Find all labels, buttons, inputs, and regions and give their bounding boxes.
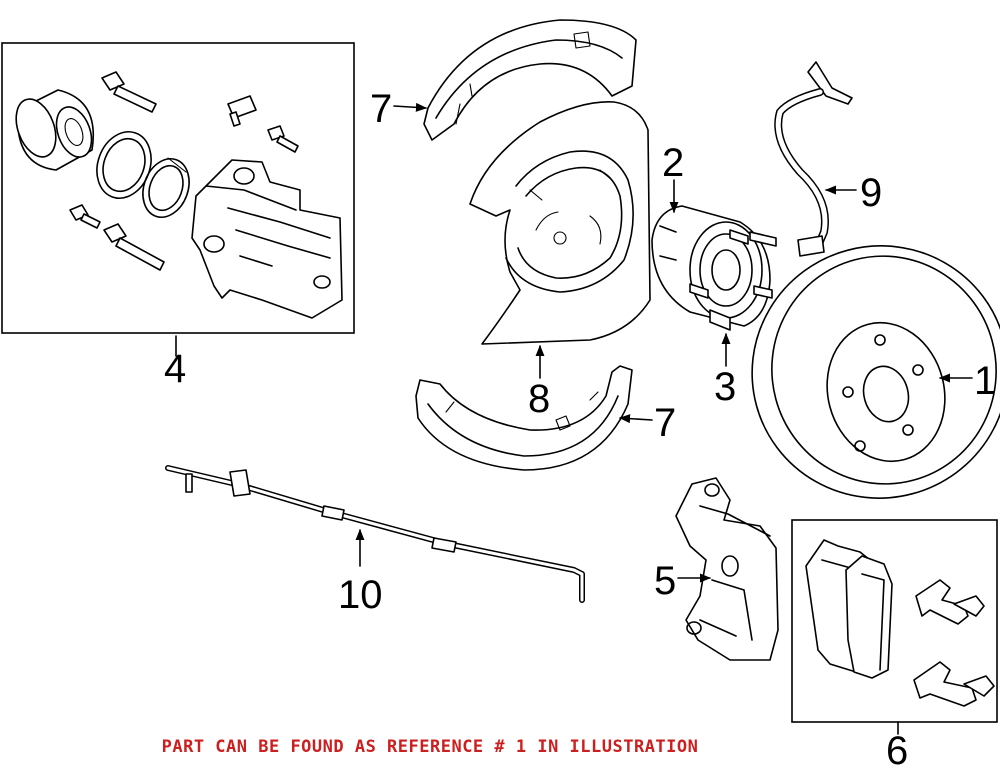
callout-9: 9	[860, 171, 882, 215]
caliper-kit-box	[1, 42, 355, 334]
brake-rotor	[751, 245, 1000, 499]
callout-6: 6	[886, 729, 908, 769]
caliper-bracket	[675, 477, 779, 661]
brake-pads-box	[791, 519, 998, 723]
callout-10: 10	[338, 573, 383, 617]
parking-brake-shoe-upper	[423, 19, 637, 141]
callout-2: 2	[662, 141, 684, 185]
callout-8: 8	[528, 377, 550, 421]
wheel-hub-bearing	[651, 205, 777, 331]
callout-5: 5	[654, 559, 676, 603]
wear-sensor	[165, 465, 585, 603]
caliper-seals	[96, 131, 190, 218]
callout-1: 1	[974, 359, 996, 403]
backing-plate	[469, 101, 651, 345]
caliper-housing	[191, 159, 343, 319]
callout-7-lower: 7	[654, 401, 676, 445]
leader-lines	[175, 102, 973, 735]
callout-3: 3	[714, 365, 736, 409]
callout-4: 4	[164, 347, 186, 391]
parking-brake-shoe-lower	[415, 365, 633, 471]
reference-footnote: PART CAN BE FOUND AS REFERENCE # 1 IN IL…	[161, 737, 699, 757]
brake-hose	[774, 61, 853, 257]
caliper-kit-group	[1, 42, 355, 334]
caliper-bolts	[69, 71, 299, 271]
caliper-piston	[15, 89, 94, 171]
brake-pads-group	[791, 519, 998, 723]
callout-7-upper: 7	[370, 87, 392, 131]
